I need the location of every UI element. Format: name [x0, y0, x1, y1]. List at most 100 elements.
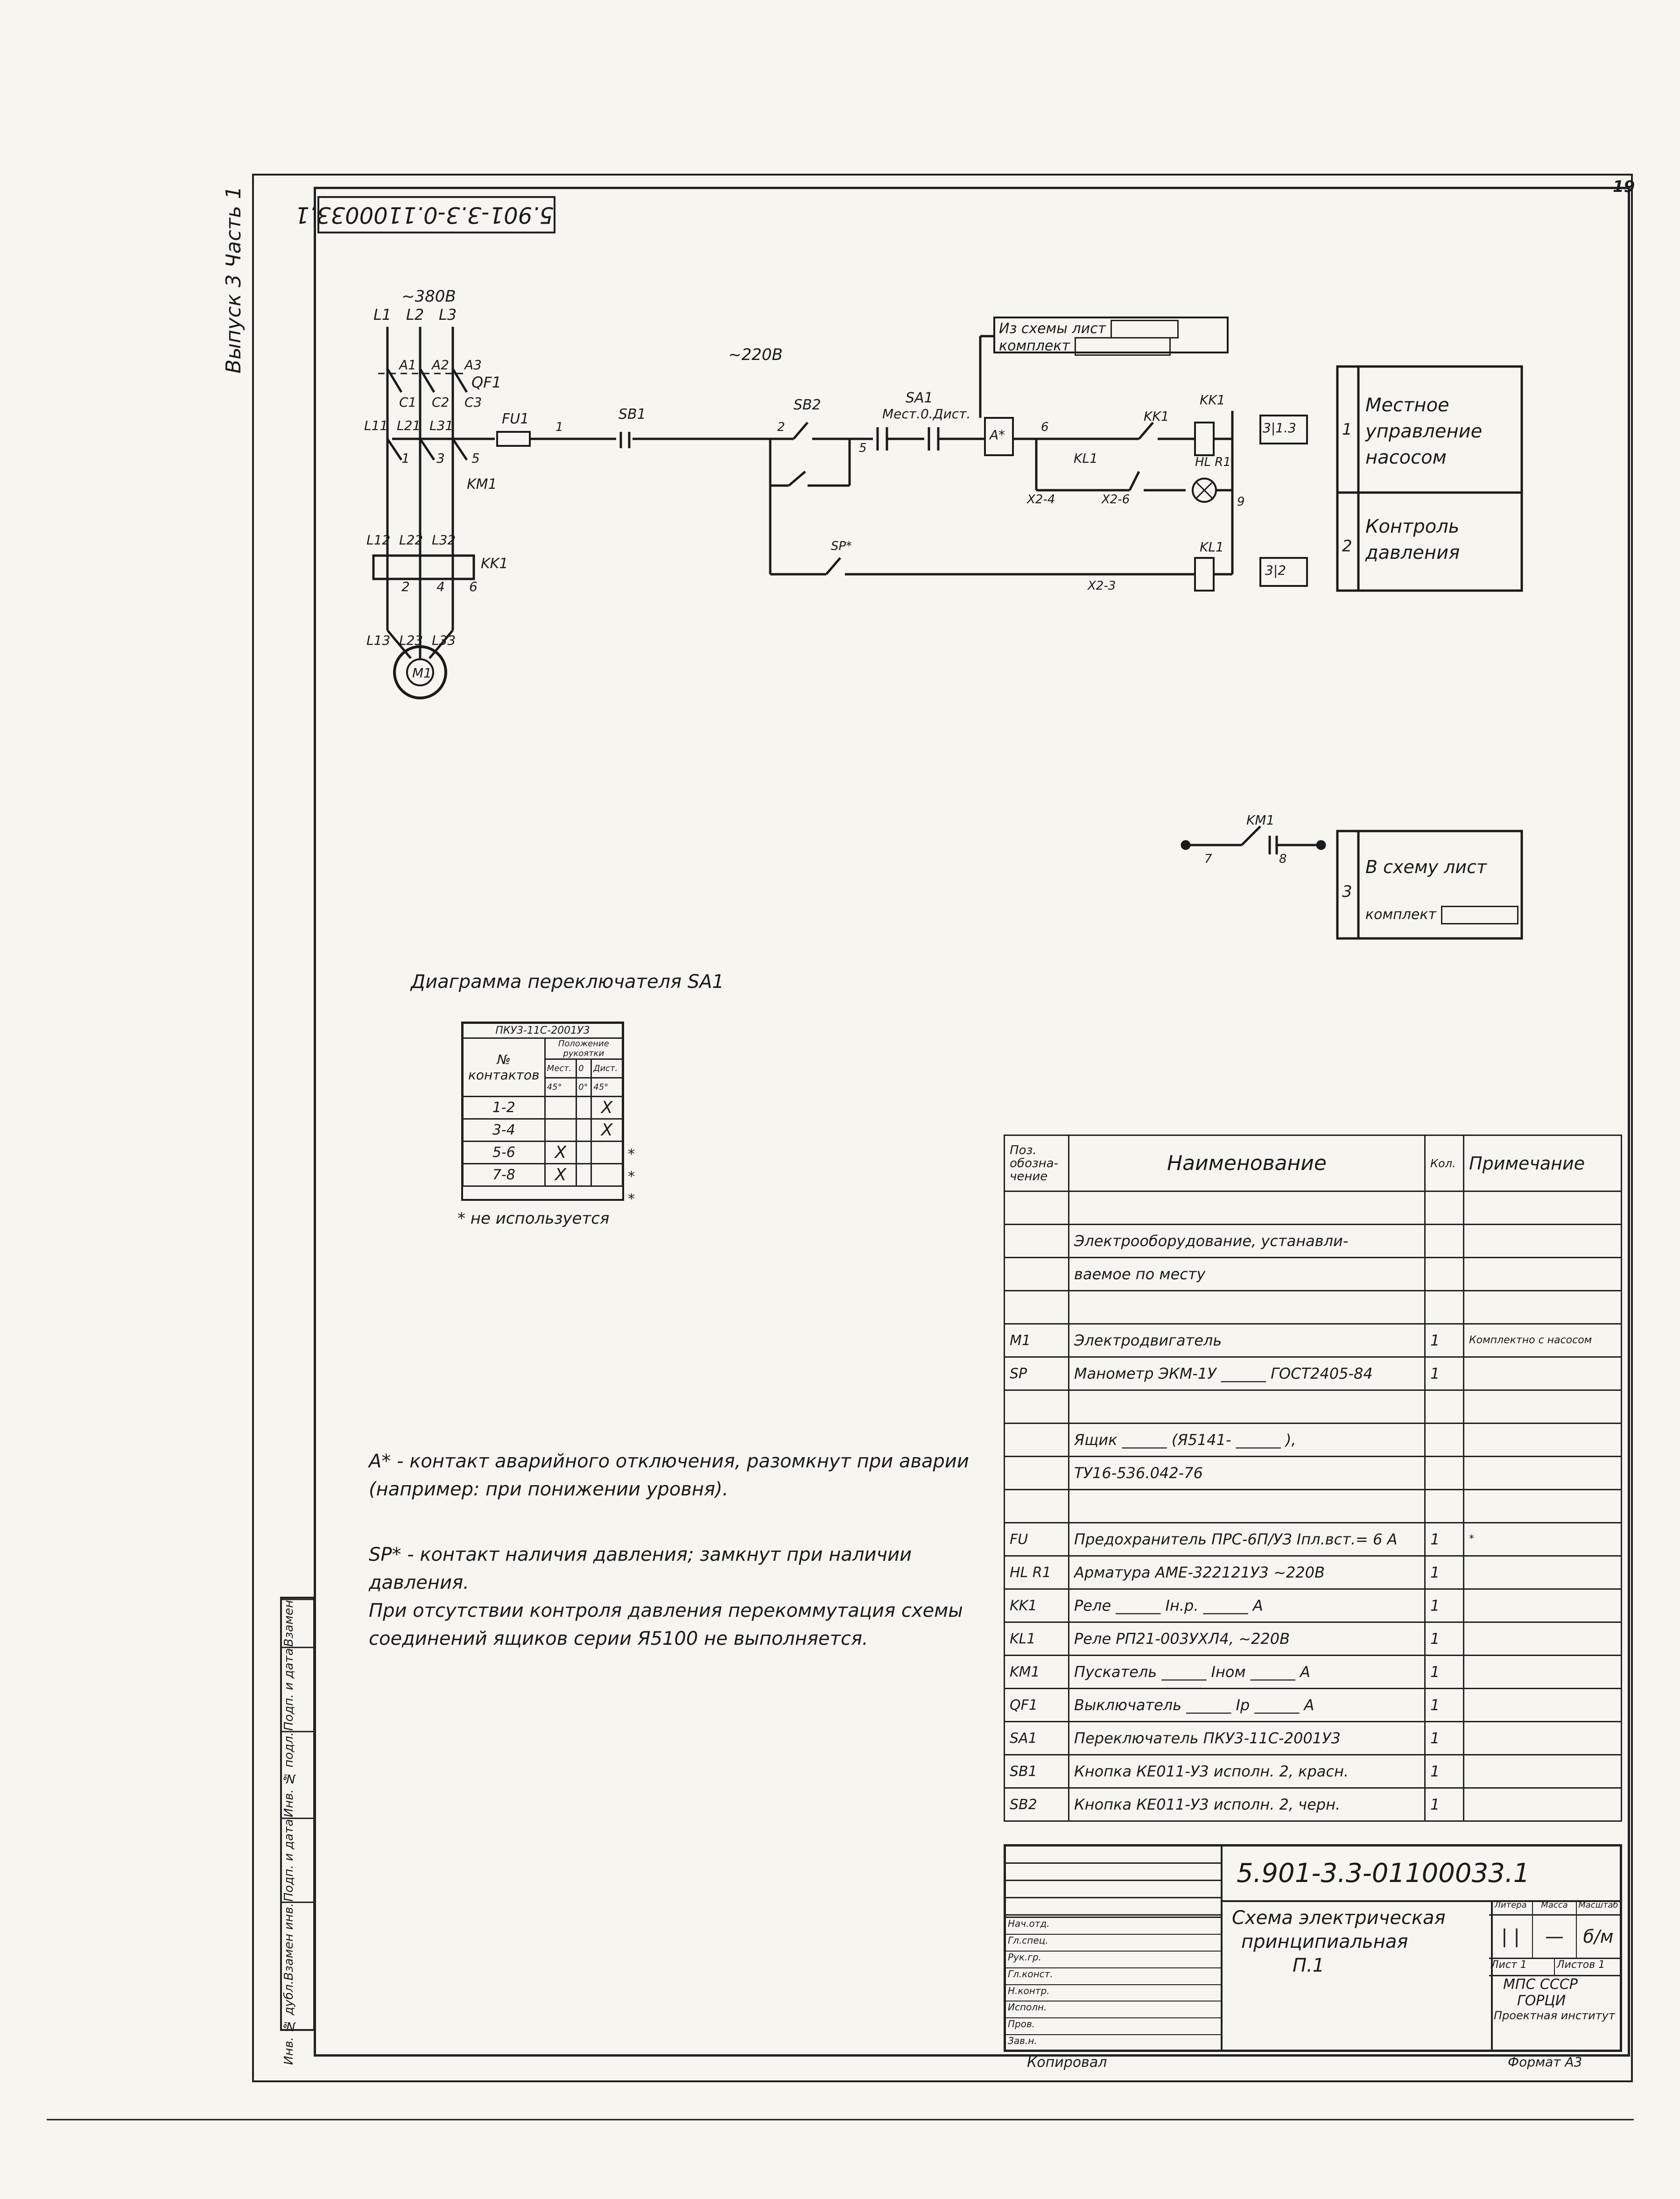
legend-2-index: 2 [1342, 537, 1352, 556]
org-line3: Проектная институт [1494, 2009, 1615, 2022]
thermal-relay-element [372, 554, 475, 580]
role-1: Гл.спец. [1006, 1935, 1221, 1952]
org-line1: МПС СССР [1503, 1976, 1578, 1993]
line-l22-label: L22 [399, 532, 423, 548]
contact-c1-label: C1 [399, 395, 417, 410]
external-ref-frame [993, 317, 1229, 353]
fuse-fu1-label: FU1 [502, 411, 529, 427]
scale-value: б/м [1583, 1926, 1614, 1947]
spec-cell-pos: SA1 [1004, 1721, 1069, 1755]
switch-diagram-title: Диаграмма переключателя SA1 [411, 971, 724, 993]
spec-cell-pos: FU [1004, 1522, 1069, 1557]
wire-5: 5 [859, 441, 867, 455]
switch-row-mark [576, 1163, 592, 1187]
spec-cell-pos [1004, 1191, 1069, 1225]
switch-row-mark [544, 1096, 577, 1120]
spec-cell-note [1463, 1456, 1622, 1490]
switch-footnote: * не используется [457, 1209, 610, 1228]
contact-c2-label: C2 [432, 395, 450, 410]
switch-row-mark [576, 1118, 592, 1142]
role-2: Рук.гр. [1006, 1952, 1221, 1968]
switch-row-contacts: 7-8 [462, 1163, 546, 1187]
title-right-cell: Литера Масса Масштаб | | — б/м Лист 1 Ли… [1489, 1900, 1620, 2050]
spec-cell-name [1068, 1389, 1426, 1424]
ref-set-field [1074, 337, 1171, 356]
ref-sheet-field [1110, 320, 1179, 338]
spec-cell-note [1463, 1224, 1622, 1258]
switch-row-mark: X [590, 1096, 623, 1120]
line-l32-label: L32 [432, 532, 456, 548]
switch-note-row2: * [628, 1146, 635, 1163]
external-ref-set: комплект [999, 337, 1171, 356]
switch-row-contacts: 5-6 [462, 1141, 546, 1164]
supply-380-label: ~380В [401, 287, 456, 306]
selector-modes-label: Мест.0.Дист. [882, 406, 971, 422]
external-ref-sheet: Из схемы лист [999, 320, 1106, 337]
format-label: Формат А3 [1508, 2054, 1582, 2070]
spec-cell-note [1463, 1191, 1622, 1225]
title-name-line3: П.1 [1293, 1955, 1325, 1976]
contact-c3-label: C3 [464, 395, 482, 410]
switch-position-header: Положение рукоятки [544, 1037, 624, 1060]
start-button-sb2-label: SB2 [794, 397, 821, 413]
mass-header: Масса [1533, 1900, 1577, 1914]
title-roles: Нач.отд. Гл.спец. Рук.гр. Гл.конст. Н.ко… [1006, 1917, 1221, 2051]
switch-pos-zero: 0 [576, 1058, 592, 1078]
spec-cell-pos: KL1 [1004, 1621, 1069, 1656]
breaker-contacts [378, 368, 468, 393]
spec-cell-note [1463, 1787, 1622, 1822]
phase-l2-label: L2 [406, 306, 424, 324]
spec-cell-qty: 1 [1424, 1588, 1464, 1623]
title-code-row: 5.901-3.3-01100033.1 [1221, 1847, 1622, 1902]
spec-row: ТУ16-536.042-76 [1004, 1456, 1622, 1490]
ref-box-2-text: 3|2 [1265, 563, 1286, 578]
spec-cell-pos: QF1 [1004, 1688, 1069, 1722]
km-coil-aux-label: KM1 [1246, 812, 1275, 828]
spec-cell-note [1463, 1389, 1622, 1424]
spec-cell-pos: SP [1004, 1356, 1069, 1391]
spec-cell-name: Манометр ЭКМ-1У ______ ГОСТ2405-84 [1068, 1356, 1426, 1391]
sheet-inner-border [314, 187, 1630, 2057]
spec-cell-name: Выключатель ______ Iр ______ А [1068, 1688, 1426, 1722]
note-no-pressure: При отсутствии контроля давления переком… [369, 1600, 963, 1649]
lamp-hl-label: HL R1 [1195, 455, 1231, 469]
spec-header-name: Наименование [1068, 1135, 1426, 1192]
note-accident-contact: А* - контакт аварийного отключения, разо… [369, 1451, 969, 1500]
spec-cell-pos: KM1 [1004, 1655, 1069, 1689]
motor-inner [406, 658, 434, 686]
motor-m1-label: M1 [412, 665, 432, 681]
terminal-4: 4 [436, 579, 445, 594]
spec-cell-name [1068, 1489, 1426, 1523]
spec-cell-qty [1424, 1456, 1464, 1490]
spec-cell-name: Кнопка КЕ011-У3 исполн. 2, черн. [1068, 1787, 1426, 1822]
copied-label: Копировал [1027, 2054, 1107, 2071]
switch-row-mark [590, 1141, 623, 1164]
spec-cell-pos: SB1 [1004, 1754, 1069, 1789]
wire-2: 2 [777, 420, 785, 434]
spec-cell-note [1463, 1655, 1622, 1689]
spec-header-pos: Поз. обозна-чение [1004, 1135, 1069, 1192]
supply-220-label: ~220В [728, 345, 783, 364]
xt-x2-6-label: X2-6 [1102, 493, 1130, 507]
title-name-cell: Схема электрическая принципиальная П.1 [1221, 1900, 1493, 2050]
spec-cell-qty: 1 [1424, 1522, 1464, 1557]
wire-8: 8 [1279, 852, 1287, 866]
external-ref-set-label: комплект [999, 338, 1070, 354]
wire-6: 6 [1041, 420, 1049, 434]
breaker-a1-label: A1 [399, 357, 416, 373]
switch-angle: 0° [576, 1077, 592, 1097]
spec-cell-qty [1424, 1290, 1464, 1325]
title-name-line1: Схема электрическая [1232, 1907, 1446, 1929]
title-name-line2: принципиальная [1241, 1931, 1408, 1952]
spec-row: Электрооборудование, устанавли- [1004, 1224, 1622, 1258]
spec-cell-name: Арматура АМЕ-322121У3 ~220В [1068, 1555, 1426, 1590]
rotated-code-box: 5.901-3.3-0.1100033.1 [295, 196, 555, 233]
switch-angle: 45° [544, 1077, 577, 1097]
note-pressure-contact: SP* - контакт наличия давления; замкнут … [369, 1544, 912, 1593]
